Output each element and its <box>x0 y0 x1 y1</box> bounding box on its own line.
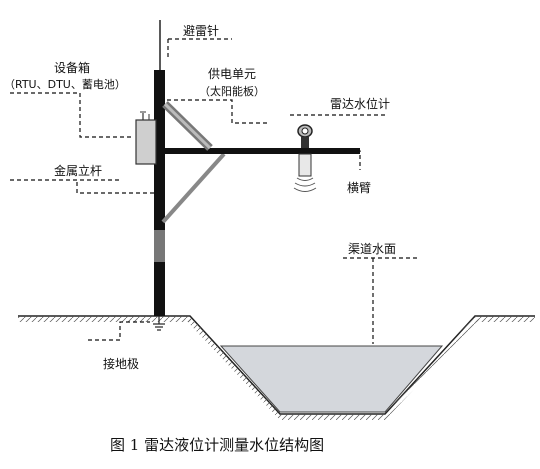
ground <box>18 315 535 420</box>
label-channel-surface: 渠道水面 <box>348 242 396 256</box>
brace <box>161 152 226 224</box>
channel-water <box>219 345 444 413</box>
radar-gauge <box>293 124 317 192</box>
label-lightning-rod: 避雷针 <box>183 23 219 38</box>
solar-panel <box>162 101 213 151</box>
cross-arm <box>163 148 360 154</box>
label-metal-pole: 金属立杆 <box>54 163 102 178</box>
leader-lines <box>10 38 418 344</box>
metal-pole <box>154 20 165 316</box>
label-ground-electrode: 接地极 <box>103 356 139 371</box>
ground-symbol <box>153 316 165 331</box>
figure-caption: 图 1 雷达液位计测量水位结构图 <box>110 436 324 454</box>
equipment-box <box>135 111 157 165</box>
label-cross-arm: 横臂 <box>347 181 371 195</box>
label-power-unit: 供电单元 <box>208 67 256 81</box>
label-power-unit-detail: （太阳能板） <box>199 84 265 98</box>
label-radar-gauge: 雷达水位计 <box>330 96 390 111</box>
label-equipment-box: 设备箱 <box>54 60 90 75</box>
label-equipment-box-detail: （RTU、DTU、蓄电池） <box>4 78 126 91</box>
